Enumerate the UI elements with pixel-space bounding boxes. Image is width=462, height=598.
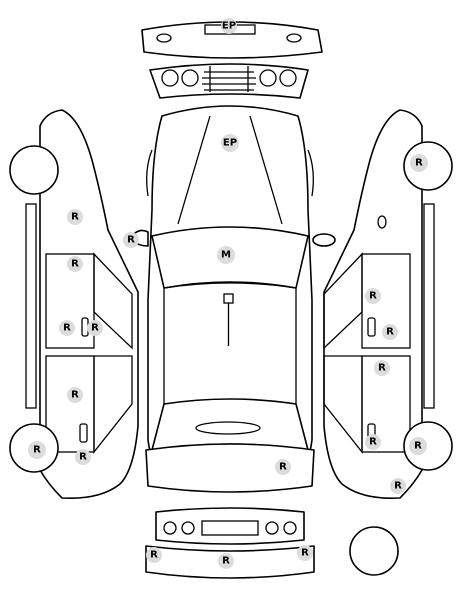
marker-code: R [63, 323, 71, 334]
marker-code: R [71, 390, 79, 401]
marker-code: EP [222, 21, 236, 32]
marker-left-front-door-lower-b[interactable]: R [87, 320, 103, 336]
marker-left-rear-door[interactable]: R [67, 387, 83, 403]
marker-code: R [71, 259, 79, 270]
marker-trunk[interactable]: R [275, 459, 291, 475]
left-side-panel[interactable] [25, 109, 139, 500]
car-body-top-view[interactable] [133, 105, 336, 477]
marker-left-front-door-lower-a[interactable]: R [59, 320, 75, 336]
marker-left-front-fender[interactable]: R [67, 209, 83, 225]
marker-left-rear-wheel[interactable]: R [28, 441, 46, 459]
marker-code: R [369, 291, 377, 302]
marker-code: R [222, 556, 230, 567]
marker-code: R [301, 548, 309, 559]
marker-code: R [415, 158, 423, 169]
marker-right-rear-quarter[interactable]: R [390, 478, 406, 494]
front-bumper-panel[interactable] [141, 21, 323, 59]
marker-hood[interactable]: EP [221, 134, 239, 152]
marker-code: R [79, 452, 87, 463]
marker-code: R [279, 462, 287, 473]
marker-left-rear-quarter[interactable]: R [75, 449, 91, 465]
marker-right-rear-door[interactable]: R [374, 360, 390, 376]
marker-windshield[interactable]: M [217, 246, 235, 264]
marker-code: R [71, 212, 79, 223]
marker-code: R [127, 235, 135, 246]
marker-code: R [369, 437, 377, 448]
right-front-wheel[interactable] [403, 141, 453, 191]
marker-code: R [386, 327, 394, 338]
marker-code: M [221, 250, 231, 261]
front-grille-panel[interactable] [149, 63, 309, 99]
marker-code: R [378, 363, 386, 374]
marker-rear-bumper-right[interactable]: R [297, 545, 313, 561]
marker-right-rear-wheel[interactable]: R [409, 437, 427, 455]
marker-front-bumper[interactable]: EP [221, 18, 237, 34]
marker-code: EP [223, 138, 237, 149]
marker-left-mirror[interactable]: R [123, 232, 139, 248]
marker-right-front-wheel[interactable]: R [410, 154, 428, 172]
marker-left-front-door-upper[interactable]: R [67, 256, 83, 272]
marker-right-front-door-lower[interactable]: R [382, 324, 398, 340]
marker-code: R [414, 441, 422, 452]
marker-code: R [91, 323, 99, 334]
marker-code: R [33, 445, 41, 456]
marker-rear-bumper-center[interactable]: R [218, 553, 234, 569]
right-side-panel[interactable] [323, 109, 435, 500]
marker-code: R [394, 481, 402, 492]
rear-lights-panel[interactable] [155, 507, 305, 545]
trunk-panel[interactable] [145, 443, 315, 493]
marker-code: R [150, 550, 158, 561]
marker-rear-bumper-left[interactable]: R [146, 547, 162, 563]
right-rear-wheel[interactable] [403, 421, 453, 471]
left-front-wheel[interactable] [9, 145, 59, 195]
spare-wheel[interactable] [349, 526, 399, 576]
marker-right-rear-door-lower[interactable]: R [365, 434, 381, 450]
marker-right-front-door[interactable]: R [365, 288, 381, 304]
